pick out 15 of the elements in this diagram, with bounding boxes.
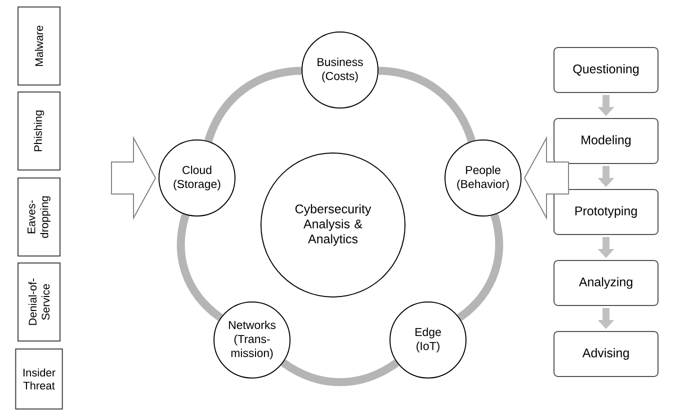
process-box: Advising [554,331,658,377]
ring-arc [378,66,476,143]
process-box: Questioning [554,47,658,93]
threat-box: Phishing [18,92,60,170]
process-box: Analyzing [554,260,658,306]
threat-box: Denial-of- Service [18,262,60,342]
process-box: Modeling [554,118,658,164]
threat-box: Malware [18,6,60,86]
ring-arc [280,359,400,386]
ring-arc [176,214,224,321]
ring-arc [456,214,504,321]
threat-box: Eaves- dropping [18,178,60,256]
ring-arc [204,66,302,143]
process-box: Prototyping [554,189,658,235]
threat-box: Insider Threat [15,348,63,410]
